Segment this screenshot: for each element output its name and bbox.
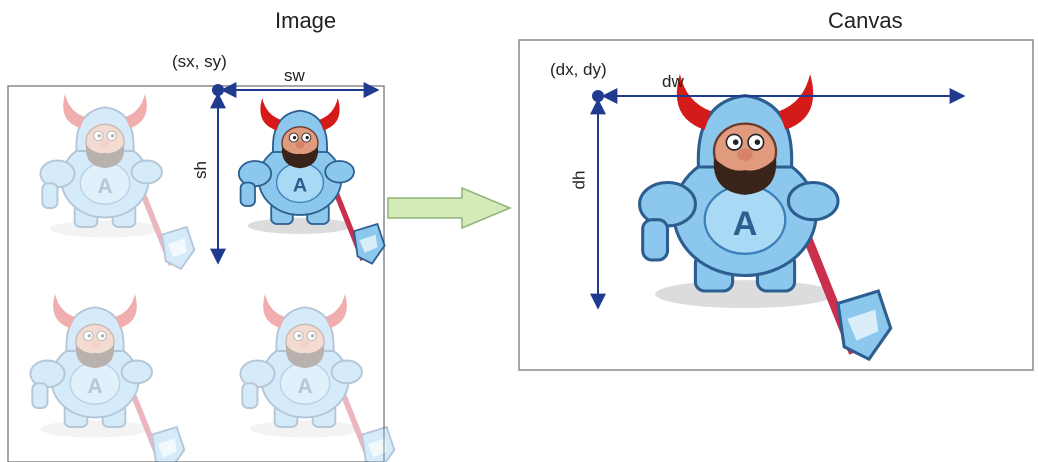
image-title: Image [275, 8, 337, 33]
canvas-title: Canvas [828, 8, 903, 33]
dest-point-label: (dx, dy) [550, 60, 607, 79]
sw-label: sw [284, 66, 305, 85]
source-point-label: (sx, sy) [172, 52, 227, 71]
transfer-arrow [387, 186, 512, 230]
dest-point-marker [592, 90, 604, 102]
source-point-marker [212, 84, 224, 96]
dh-label: dh [569, 170, 589, 190]
dw-label: dw [662, 72, 684, 91]
sh-label: sh [190, 161, 210, 179]
